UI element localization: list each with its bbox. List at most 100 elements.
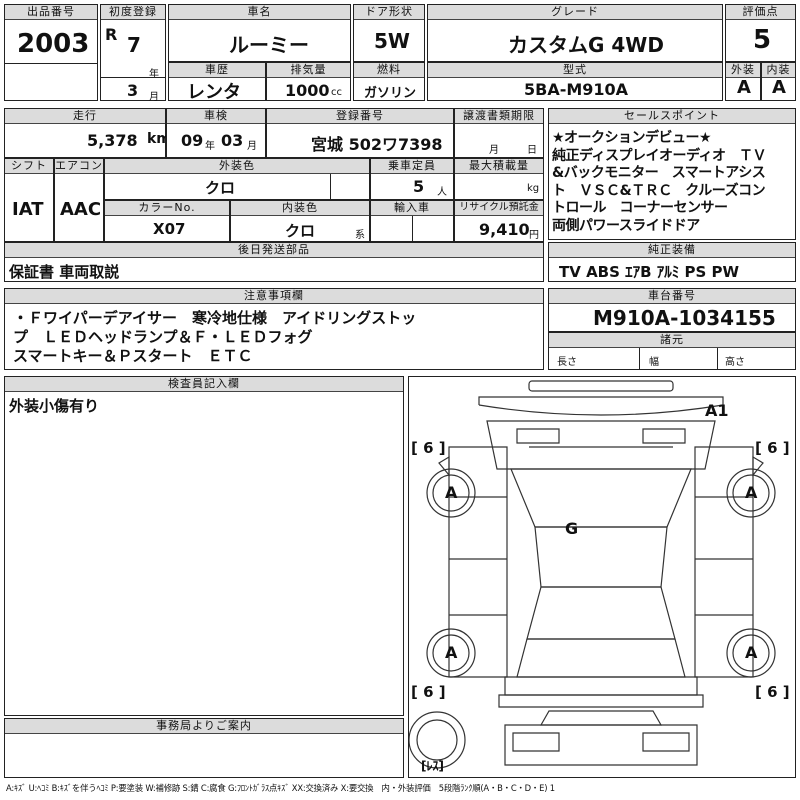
capacity-cell: 乗車定員 5 人	[370, 158, 454, 200]
capacity-unit: 人	[437, 187, 447, 198]
sales-point-line: 純正ディスプレイオーディオ ＴＶ	[552, 147, 767, 164]
chassis-no-value: M910A-1034155	[593, 306, 776, 330]
interior-grade-value: A	[772, 77, 786, 98]
capacity-value: 5	[413, 177, 425, 196]
notes-line: スマートキー＆Ｐスタート ＥＴＣ	[13, 347, 253, 365]
sales-point-line: 両側パワースライドドア	[552, 217, 700, 234]
tire-tread-rear-left: [ 6 ]	[411, 683, 446, 701]
max-load-unit: kg	[527, 183, 540, 194]
exterior-color-header: 外装色	[105, 159, 369, 174]
sales-point-line: ト ＶＳＣ&ＴＲＣ クルーズコン	[552, 182, 766, 199]
door-type-header: ドア形状	[354, 5, 424, 20]
capacity-header: 乗車定員	[371, 159, 453, 174]
displacement-cell: 排気量 1000 cc	[266, 62, 351, 101]
year-value: 7	[127, 33, 141, 57]
equipment-cell: 純正装備 TV ABS ｴｱB ｱﾙﾐ PS PW	[548, 242, 796, 282]
sales-points-text: ★オークションデビュー★ 純正ディスプレイオーディオ ＴＶ &バックモニター ス…	[552, 130, 767, 235]
grade-cell: グレード カスタムG 4WD	[427, 4, 723, 62]
fuel-cell: 燃料 ガソリン	[353, 62, 425, 101]
interior-color-unit: 系	[355, 230, 365, 241]
exterior-color-value: クロ	[205, 179, 236, 197]
import-cell: 輸入車	[370, 200, 454, 242]
door-type-cell: ドア形状 5W	[353, 4, 425, 62]
tire-tread-front-right: [ 6 ]	[755, 439, 790, 457]
notes-cell: 注意事項欄 ・Ｆワイパーデアイサー 寒冷地仕様 アイドリングストッ プ ＬＥＤヘ…	[4, 288, 544, 370]
damage-mark-a1: A1	[705, 401, 729, 420]
recycle-cell: リサイクル預託金 9,410 円	[454, 200, 544, 242]
shift-value: IAT	[12, 199, 44, 220]
sales-points-cell: セールスポイント ★オークションデビュー★ 純正ディスプレイオーディオ ＴＶ &…	[548, 108, 796, 240]
inspection-header: 車検	[167, 109, 265, 124]
office-notes-header: 事務局よりご案内	[5, 719, 403, 734]
damage-mark-a-front-left: A	[445, 483, 458, 502]
transfer-day-label: 日	[527, 145, 537, 156]
grade-header: グレード	[428, 5, 722, 20]
tire-tread-front-left: [ 6 ]	[411, 439, 446, 457]
spare-tire-label: [ﾚｽ]	[421, 759, 444, 773]
fuel-header: 燃料	[354, 63, 424, 78]
dim-height-label: 高さ	[725, 357, 745, 368]
notes-header: 注意事項欄	[5, 289, 543, 304]
exterior-header: 外装	[726, 63, 760, 78]
inspector-note-value: 外装小傷有り	[9, 397, 100, 415]
import-header: 輸入車	[371, 201, 453, 216]
exterior-grade-value: A	[737, 77, 751, 98]
sales-point-line: トロール コーナーセンサー	[552, 200, 728, 216]
model-code-header: 型式	[428, 63, 722, 78]
interior-color-header: 内装色	[231, 201, 369, 216]
notes-text: ・Ｆワイパーデアイサー 寒冷地仕様 アイドリングストッ プ ＬＥＤヘッドランプ＆…	[13, 309, 416, 366]
month-value: 3	[127, 81, 139, 100]
registration-cell: 登録番号 宮城 502ワ7398	[266, 108, 454, 158]
recycle-value: 9,410	[479, 220, 530, 239]
inspection-month: 03	[221, 131, 244, 150]
month-unit: 月	[149, 92, 159, 103]
legend-text: A:ｷｽﾞ U:ﾍｺﾐ B:ｷｽﾞを伴うﾍｺﾐ P:要塗装 W:補修跡 S:錆 …	[6, 783, 555, 793]
mileage-header: 走行	[5, 109, 165, 124]
car-history-header: 車歴	[169, 63, 265, 78]
sales-point-line: &バックモニター スマートアシス	[552, 165, 766, 181]
model-code-value: 5BA-M910A	[524, 80, 629, 99]
exterior-color-cell: 外装色 クロ	[104, 158, 370, 200]
inspection-month-unit: 月	[247, 141, 257, 152]
mileage-unit: km	[147, 131, 171, 147]
inspection-cell: 車検 09 年 03 月	[166, 108, 266, 158]
damage-mark-a-rear-right: A	[745, 643, 758, 662]
registration-header: 登録番号	[267, 109, 453, 124]
lot-number-cell: 出品番号 2003	[4, 4, 98, 101]
damage-mark-a-rear-left: A	[445, 643, 458, 662]
chassis-no-header: 車台番号	[549, 289, 795, 304]
displacement-unit: cc	[331, 87, 342, 98]
score-cell: 評価点 5	[725, 4, 796, 62]
recycle-header: リサイクル預託金	[455, 201, 543, 216]
displacement-value: 1000	[285, 81, 330, 100]
car-diagram-cell: A1 A A A A G [ 6 ] [ 6 ] [ 6 ] [ 6 ] [ﾚｽ…	[408, 376, 796, 778]
transfer-month-label: 月	[489, 145, 499, 156]
dim-length-label: 長さ	[557, 357, 577, 368]
inspector-notes-cell: 検査員記入欄 外装小傷有り	[4, 376, 404, 716]
aircon-header: エアコン	[55, 159, 103, 174]
car-name-cell: 車名 ルーミー	[168, 4, 351, 62]
sales-points-header: セールスポイント	[549, 109, 795, 124]
lot-number-header: 出品番号	[5, 5, 97, 20]
year-unit: 年	[149, 69, 159, 80]
first-registration-cell: 初度登録 R 7 年 3 月	[100, 4, 166, 103]
inspector-notes-header: 検査員記入欄	[5, 377, 403, 392]
era-value: R	[105, 25, 118, 44]
dimensions-cell: 諸元 長さ 幅 高さ	[548, 332, 796, 370]
max-load-header: 最大積載量	[455, 159, 543, 174]
car-damage-diagram	[409, 380, 776, 769]
shift-header: シフト	[5, 159, 53, 174]
damage-mark-a-front-right: A	[745, 483, 758, 502]
inspection-year: 09	[181, 131, 204, 150]
inspection-year-unit: 年	[205, 141, 215, 152]
color-no-header: カラーNo.	[105, 201, 229, 216]
office-notes-cell: 事務局よりご案内	[4, 718, 404, 778]
dimensions-header: 諸元	[549, 333, 795, 348]
later-parts-header: 後日発送部品	[5, 243, 543, 258]
score-value: 5	[753, 25, 772, 55]
displacement-header: 排気量	[267, 63, 350, 78]
aircon-cell: エアコン AAC	[54, 158, 104, 242]
shift-cell: シフト IAT	[4, 158, 54, 242]
registration-value: 宮城 502ワ7398	[311, 135, 443, 154]
first-registration-header: 初度登録	[101, 5, 165, 20]
